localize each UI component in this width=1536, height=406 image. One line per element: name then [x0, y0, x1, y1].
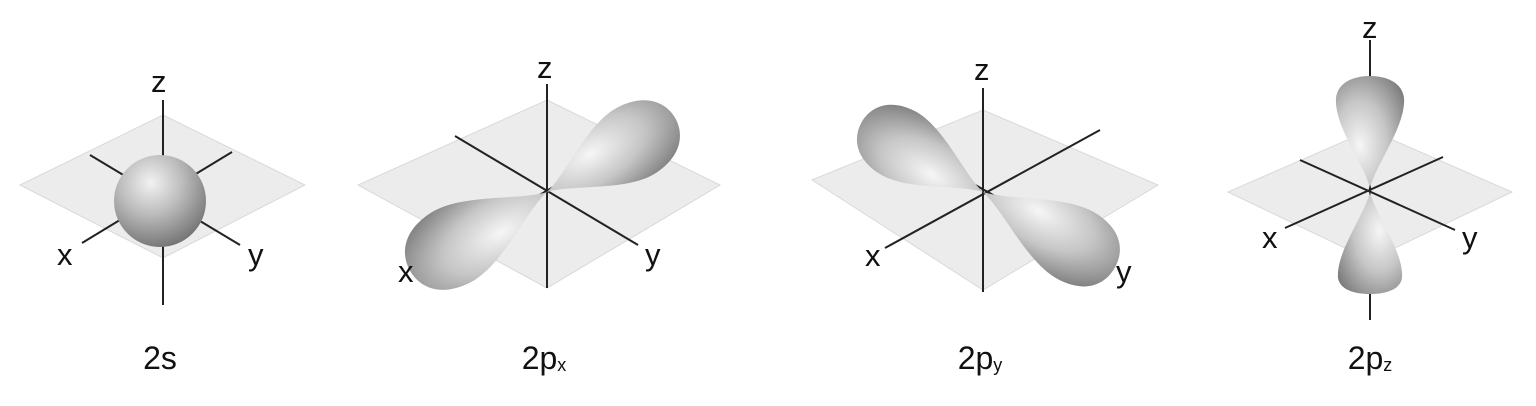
pz-lobe-bottom: [1337, 192, 1403, 294]
z-axis-label: z: [1362, 10, 1378, 45]
pz-lobe-top: [1335, 76, 1405, 188]
z-axis-label: z: [537, 50, 553, 85]
py-lobe-back: [856, 104, 983, 192]
orbital-2s: z x y: [18, 64, 307, 305]
y-axis-label: y: [1462, 220, 1478, 255]
px-lobe-front: [404, 192, 547, 290]
x-axis-label: x: [57, 237, 73, 272]
caption-2py-main: 2p: [957, 340, 994, 376]
caption-2py: 2py: [958, 340, 1003, 377]
x-axis-label: x: [865, 238, 881, 273]
caption-2s-main: 2s: [143, 340, 177, 376]
x-axis: [884, 129, 1101, 249]
y-axis: [1299, 159, 1456, 231]
x-axis-label: x: [398, 254, 414, 289]
caption-2px: 2px: [522, 340, 567, 377]
py-lobe-front: [983, 192, 1120, 287]
z-axis-label: z: [974, 52, 990, 87]
y-axis-label: y: [1116, 254, 1132, 289]
orbital-2px: z x y: [356, 50, 722, 290]
caption-2s: 2s: [143, 340, 177, 377]
px-lobe-back: [547, 100, 680, 192]
y-axis-label: y: [248, 237, 264, 272]
y-axis: [454, 135, 639, 246]
x-axis: [1284, 156, 1444, 229]
caption-2px-main: 2p: [521, 340, 558, 376]
caption-2pz-sub: z: [1383, 355, 1393, 375]
orbital-2py: z x y: [810, 52, 1160, 292]
caption-2px-sub: x: [557, 355, 567, 375]
s-orbital-sphere: [114, 155, 206, 247]
y-axis-label: y: [645, 237, 661, 272]
caption-2pz: 2pz: [1348, 340, 1393, 377]
x-axis-label: x: [1262, 220, 1278, 255]
caption-2pz-main: 2p: [1347, 340, 1384, 376]
caption-2py-sub: y: [993, 355, 1003, 375]
z-axis-label: z: [151, 64, 167, 99]
orbital-2pz: z x y: [1226, 10, 1514, 320]
